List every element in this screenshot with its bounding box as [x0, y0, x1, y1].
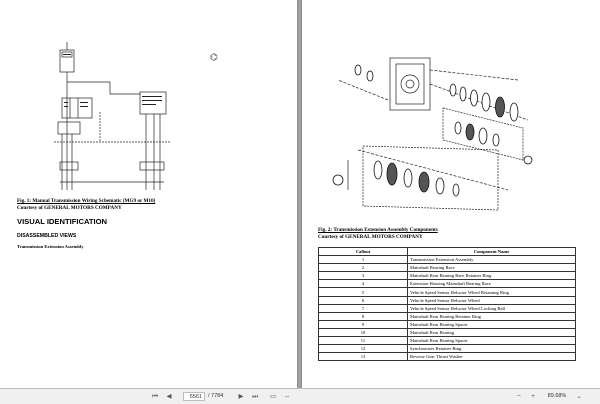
header-component-name: Component Name: [407, 246, 576, 257]
component-cell: Mainshaft Bearing Race: [407, 263, 576, 273]
component-cell: Vehicle Speed Sensor Reluctor Wheel: [407, 295, 576, 305]
component-cell: Extension Housing Mainshaft Bearing Race: [407, 279, 576, 289]
next-page-icon[interactable]: ▶: [238, 393, 244, 400]
component-cell: Mainshaft Rear Bearing Retainer Ring: [407, 311, 576, 321]
chevron-down-icon[interactable]: ⌄: [576, 393, 582, 400]
first-page-icon[interactable]: ⏮: [152, 393, 158, 400]
component-cell: Reverse Gear Thrust Washer: [407, 352, 576, 362]
fig2-caption: Fig. 2: Transmission Extension Assembly …: [318, 227, 438, 233]
callout-cell: 13: [318, 352, 408, 362]
callout-cell: 9: [318, 319, 408, 329]
assembly-label: Transmission Extension Assembly: [17, 244, 84, 249]
component-cell: Vehicle Speed Sensor Reluctor Wheel Lock…: [407, 303, 576, 313]
header-callout: Callout: [318, 246, 408, 257]
component-cell: Mainshaft Rear Bearing Race Retainer Rin…: [407, 271, 576, 281]
subsection-title: DISASSEMBLED VIEWS: [17, 233, 77, 239]
callout-cell: 5: [318, 287, 408, 297]
table-header-row: Callout Component Name: [318, 246, 576, 257]
page-number-input[interactable]: 5561: [183, 391, 205, 401]
section-title: VISUAL IDENTIFICATION: [17, 217, 108, 226]
callout-cell: 6: [318, 295, 408, 305]
component-cell: Transmission Extension Assembly: [407, 255, 576, 265]
callout-cell: 8: [318, 311, 408, 321]
document-page-left: ⌬ Fig. 1: Manual Transmission Wiring Sch…: [0, 0, 297, 388]
component-cell: Mainshaft Rear Bearing: [407, 327, 576, 338]
fig1-courtesy: Courtesy of GENERAL MOTORS COMPANY: [17, 205, 122, 211]
callout-cell: 7: [318, 303, 408, 313]
document-page-right: Fig. 2: Transmission Extension Assembly …: [302, 0, 600, 388]
callout-cell: 11: [318, 336, 408, 346]
viewer-toolbar: ⏮ ◀ 5561 / 7784 ▶ ⏭ ▭ ⇔ − + 89.68% ⌄: [0, 388, 600, 404]
page-total: / 7784: [208, 393, 224, 399]
last-page-icon[interactable]: ⏭: [252, 393, 258, 400]
document-viewport[interactable]: ⌬ Fig. 1: Manual Transmission Wiring Sch…: [0, 0, 600, 388]
callout-cell: 10: [318, 327, 408, 338]
component-cell: Mainshaft Rear Bearing Spacer: [407, 319, 576, 329]
callout-cell: 1: [318, 255, 408, 265]
zoom-level[interactable]: 89.68%: [547, 393, 567, 399]
callout-cell: 2: [318, 263, 408, 273]
zoom-out-icon[interactable]: −: [517, 393, 521, 400]
callout-cell: 12: [318, 344, 408, 354]
fig1-caption: Fig. 1: Manual Transmission Wiring Schem…: [17, 198, 156, 204]
component-cell: Synchronizer Retainer Ring: [407, 344, 576, 354]
exploded-view-drawing: [332, 57, 533, 211]
component-cell: Mainshaft Rear Bearing Spacer: [407, 336, 576, 346]
wiring-schematic-drawing: [54, 42, 170, 190]
prev-page-icon[interactable]: ◀: [166, 393, 172, 400]
fit-width-icon[interactable]: ⇔: [283, 393, 291, 400]
callout-cell: 4: [318, 279, 408, 289]
callout-cell: 3: [318, 271, 408, 281]
fig2-courtesy: Courtesy of GENERAL MOTORS COMPANY: [318, 234, 423, 240]
zoom-in-icon[interactable]: +: [531, 393, 535, 400]
fit-page-icon[interactable]: ▭: [269, 393, 277, 400]
component-cell: Vehicle Speed Sensor Reluctor Wheel Reta…: [407, 287, 576, 297]
schematic-corner-icon: ⌬: [210, 52, 218, 62]
